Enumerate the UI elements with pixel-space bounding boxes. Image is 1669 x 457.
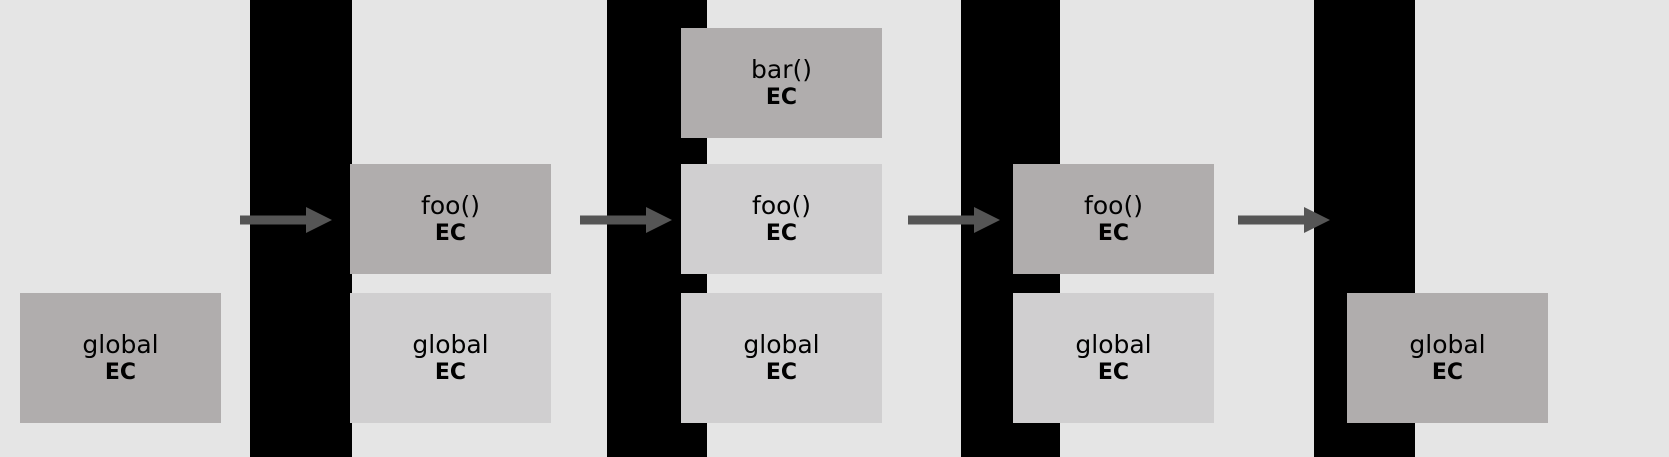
ec-frame-name: global: [82, 330, 159, 360]
ec-frame-bar: bar()EC: [681, 28, 882, 138]
arrow-1-icon: [240, 207, 332, 233]
separator-1: [250, 0, 352, 457]
ec-frame-name: global: [1075, 330, 1152, 360]
ec-frame-kind: EC: [765, 220, 798, 246]
ec-frame-foo: foo()EC: [1013, 164, 1214, 274]
ec-frame-kind: EC: [434, 359, 467, 385]
ec-frame-name: bar(): [751, 55, 812, 85]
ec-frame-foo: foo()EC: [350, 164, 551, 274]
arrow-2-icon: [580, 207, 672, 233]
ec-frame-foo: foo()EC: [681, 164, 882, 274]
ec-frame-name: global: [412, 330, 489, 360]
ec-frame-name: global: [743, 330, 820, 360]
ec-frame-name: global: [1409, 330, 1486, 360]
arrow-4-icon: [1238, 207, 1330, 233]
ec-frame-kind: EC: [1097, 220, 1130, 246]
ec-frame-kind: EC: [1431, 359, 1464, 385]
ec-frame-name: foo(): [752, 191, 811, 221]
ec-frame-kind: EC: [1097, 359, 1130, 385]
arrow-3-icon: [908, 207, 1000, 233]
ec-frame-name: foo(): [421, 191, 480, 221]
ec-frame-kind: EC: [765, 84, 798, 110]
ec-frame-kind: EC: [434, 220, 467, 246]
ec-frame-name: foo(): [1084, 191, 1143, 221]
ec-frame-kind: EC: [104, 359, 137, 385]
ec-frame-kind: EC: [765, 359, 798, 385]
